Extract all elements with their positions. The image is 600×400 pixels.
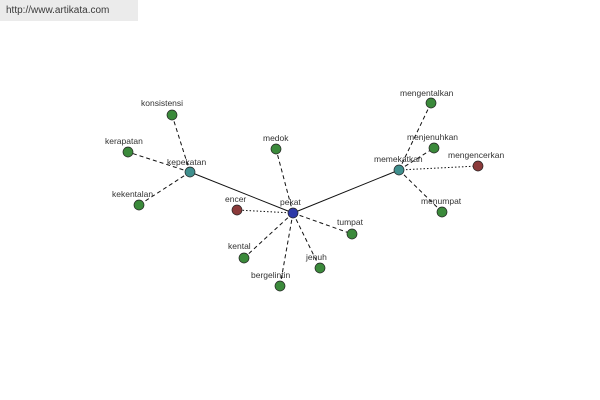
node-dot-tumpat[interactable] (346, 228, 358, 240)
node-medok[interactable]: medok (263, 133, 289, 155)
node-kepekatan[interactable]: kepekatan (167, 157, 206, 178)
node-label-jenuh[interactable]: jenuh (305, 252, 327, 262)
edge-memekatkan-mengentalkan (398, 102, 432, 171)
edge-pekat-kepekatan (189, 171, 294, 214)
node-jenuh[interactable]: jenuh (305, 252, 327, 274)
node-dot-mengentalkan[interactable] (425, 97, 437, 109)
node-dot-kerapatan[interactable] (122, 146, 134, 158)
node-menumpat[interactable]: menumpat (421, 196, 462, 218)
node-label-pekat[interactable]: pekat (280, 197, 301, 207)
node-label-medok[interactable]: medok (263, 133, 289, 143)
node-dot-kental[interactable] (238, 252, 250, 264)
edge-memekatkan-mengencerkan (398, 165, 479, 171)
node-kekentalan[interactable]: kekentalan (112, 189, 153, 211)
source-url-banner[interactable]: http://www.artikata.com (0, 0, 138, 21)
node-dot-jenuh[interactable] (314, 262, 326, 274)
node-dot-pekat[interactable] (287, 207, 299, 219)
node-label-memekatkan[interactable]: memekatkan (374, 154, 423, 164)
node-kental[interactable]: kental (228, 241, 251, 264)
edge-pekat-jenuh (292, 212, 321, 269)
edge-pekat-memekatkan (292, 169, 400, 214)
node-label-mengencerkan[interactable]: mengencerkan (448, 150, 505, 160)
node-memekatkan[interactable]: memekatkan (374, 154, 423, 176)
node-dot-menjenuhkan[interactable] (428, 142, 440, 154)
node-dot-menumpat[interactable] (436, 206, 448, 218)
node-label-mengentalkan[interactable]: mengentalkan (400, 88, 454, 98)
node-label-kepekatan[interactable]: kepekatan (167, 157, 206, 167)
node-encer[interactable]: encer (225, 194, 246, 216)
node-label-kekentalan[interactable]: kekentalan (112, 189, 153, 199)
node-menjenuhkan[interactable]: menjenuhkan (407, 132, 458, 154)
node-pekat[interactable]: pekat (280, 197, 301, 219)
edge-pekat-tumpat (292, 212, 353, 235)
node-dot-memekatkan[interactable] (393, 164, 405, 176)
edge-pekat-kental (243, 212, 294, 259)
node-konsistensi[interactable]: konsistensi (141, 98, 183, 121)
node-mengencerkan[interactable]: mengencerkan (448, 150, 505, 172)
node-dot-kepekatan[interactable] (184, 166, 196, 178)
node-dot-encer[interactable] (231, 204, 243, 216)
edges-layer (127, 102, 479, 287)
node-dot-bergelintin[interactable] (274, 280, 286, 292)
node-tumpat[interactable]: tumpat (337, 217, 364, 240)
node-dot-medok[interactable] (270, 143, 282, 155)
edge-kepekatan-konsistensi (171, 114, 191, 173)
edge-kepekatan-kerapatan (127, 151, 191, 173)
node-mengentalkan[interactable]: mengentalkan (400, 88, 454, 109)
node-label-tumpat[interactable]: tumpat (337, 217, 364, 227)
node-kerapatan[interactable]: kerapatan (105, 136, 143, 158)
nodes-layer: pekat kepekatan memekatkan konsistensi kerap… (105, 88, 505, 292)
node-label-bergelintin[interactable]: bergelintin (251, 270, 290, 280)
edge-pekat-encer (236, 209, 294, 214)
node-label-menumpat[interactable]: menumpat (421, 196, 462, 206)
node-label-konsistensi[interactable]: konsistensi (141, 98, 183, 108)
node-dot-mengencerkan[interactable] (472, 160, 484, 172)
node-label-menjenuhkan[interactable]: menjenuhkan (407, 132, 458, 142)
edge-memekatkan-menumpat (398, 169, 443, 213)
node-dot-kekentalan[interactable] (133, 199, 145, 211)
node-label-kental[interactable]: kental (228, 241, 251, 251)
edge-kepekatan-kekentalan (138, 171, 191, 206)
node-label-kerapatan[interactable]: kerapatan (105, 136, 143, 146)
node-label-encer[interactable]: encer (225, 194, 246, 204)
node-dot-konsistensi[interactable] (166, 109, 178, 121)
edge-pekat-bergelintin (279, 212, 294, 287)
node-bergelintin[interactable]: bergelintin (251, 270, 290, 292)
